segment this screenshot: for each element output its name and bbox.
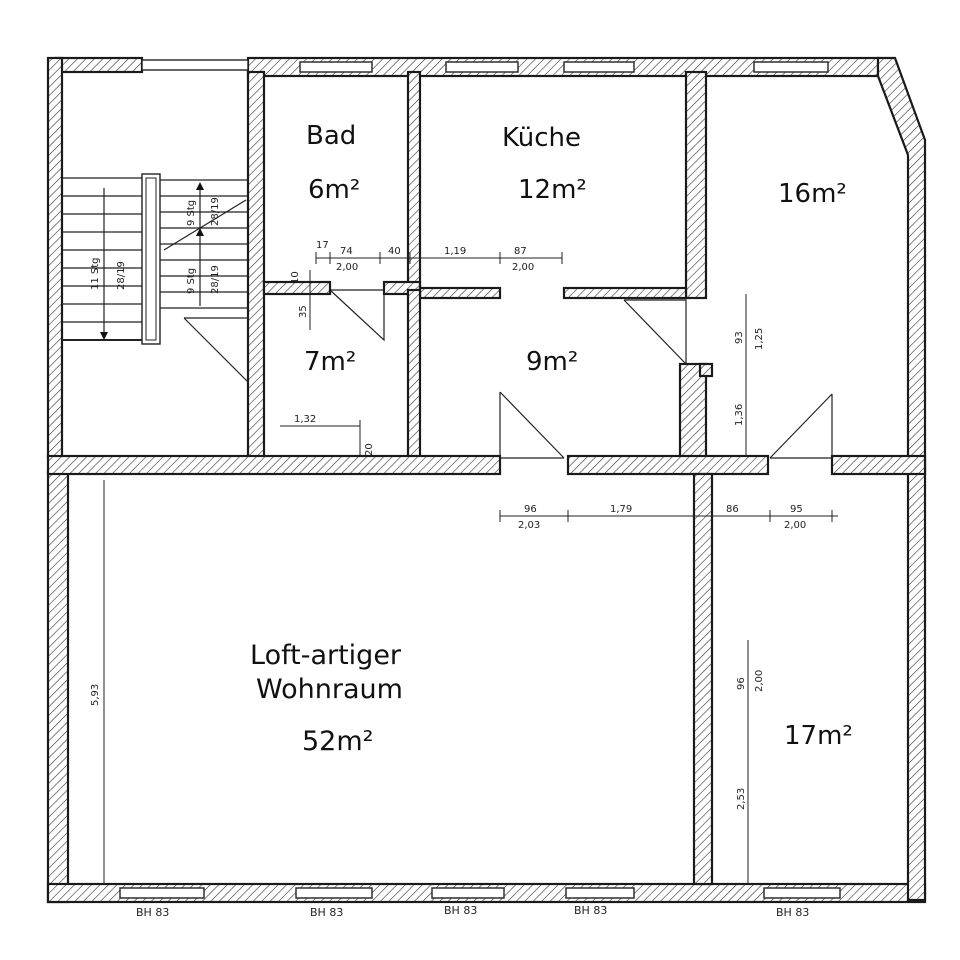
wall-corridor-right bbox=[830, 454, 927, 476]
door-room-se bbox=[770, 394, 833, 459]
window-bottom-2 bbox=[295, 887, 373, 899]
door-stair bbox=[183, 317, 249, 384]
dim-200d: 2,00 bbox=[754, 670, 765, 692]
room-small-area: 7m² bbox=[304, 347, 356, 377]
dimension-lines bbox=[103, 252, 838, 884]
room-kueche-name: Küche bbox=[502, 123, 581, 153]
dim-93: 93 bbox=[734, 331, 745, 344]
wall-corridor-mid bbox=[566, 454, 770, 476]
dim-125: 1,25 bbox=[754, 328, 765, 350]
dim-200a: 2,00 bbox=[336, 262, 358, 273]
window-bad bbox=[299, 61, 373, 73]
wall-wohnraum-room bbox=[692, 472, 714, 886]
wall-pillar-cap bbox=[698, 362, 714, 378]
door-bad bbox=[329, 289, 385, 342]
dim-200b: 2,00 bbox=[512, 262, 534, 273]
wall-right-lower bbox=[906, 468, 927, 902]
dim-132: 1,32 bbox=[294, 414, 316, 425]
stair-label-c: 9 Stg bbox=[186, 268, 197, 294]
stair-label-a: 11 Stg bbox=[90, 257, 101, 290]
wall-kueche-bottom-right bbox=[562, 286, 688, 300]
windows bbox=[119, 59, 841, 899]
window-ne bbox=[753, 61, 829, 73]
room-kueche-area: 12m² bbox=[518, 175, 587, 205]
staircase: 11 Stg 28/19 9 Stg 28/19 9 Stg 28/19 bbox=[62, 173, 248, 345]
room-labels: Bad 6m² Küche 12m² 16m² 7m² 9m² Loft-art… bbox=[250, 121, 853, 757]
dim-200c: 2,00 bbox=[784, 520, 806, 531]
dim-119: 1,19 bbox=[444, 246, 466, 257]
sill-height-1: BH 83 bbox=[136, 906, 169, 919]
window-bottom-3 bbox=[431, 887, 505, 899]
room-flur-area: 9m² bbox=[526, 347, 578, 377]
wall-stair-bath bbox=[246, 70, 266, 464]
stair-label-b2: 28/19 bbox=[210, 197, 221, 226]
wall-bad-bottom-left bbox=[262, 280, 332, 296]
room-wohnraum-area: 52m² bbox=[302, 726, 373, 757]
room-se-area: 17m² bbox=[784, 721, 853, 751]
room-bad-name: Bad bbox=[306, 121, 356, 151]
window-stair bbox=[141, 59, 249, 71]
window-bottom-4 bbox=[565, 887, 635, 899]
window-bottom-5 bbox=[763, 887, 841, 899]
dim-20: 20 bbox=[364, 443, 375, 456]
dim-86: 86 bbox=[726, 504, 739, 515]
dim-96a: 96 bbox=[524, 504, 537, 515]
wall-small-room-right bbox=[406, 288, 422, 464]
dim-179: 1,79 bbox=[610, 504, 632, 515]
sill-height-2: BH 83 bbox=[310, 906, 343, 919]
dim-96b: 96 bbox=[736, 677, 747, 690]
stair-label-b: 9 Stg bbox=[186, 200, 197, 226]
dim-40: 40 bbox=[388, 246, 401, 257]
window-kueche-2 bbox=[563, 61, 635, 73]
room-wohnraum-name-2: Wohnraum bbox=[256, 674, 403, 705]
wall-kueche-bottom-left bbox=[418, 286, 502, 300]
wall-left-lower bbox=[46, 470, 70, 904]
dim-253: 2,53 bbox=[736, 788, 747, 810]
wall-left-upper bbox=[46, 56, 64, 460]
doors bbox=[183, 289, 833, 459]
room-ne-area: 16m² bbox=[778, 179, 847, 209]
window-kueche-1 bbox=[445, 61, 519, 73]
room-bad-area: 6m² bbox=[308, 175, 360, 205]
sill-heights: BH 83 BH 83 BH 83 BH 83 BH 83 bbox=[136, 904, 809, 919]
dim-593: 5,93 bbox=[90, 684, 101, 706]
wall-corridor-left bbox=[46, 454, 502, 476]
sill-height-3: BH 83 bbox=[444, 904, 477, 917]
wall-kueche-room bbox=[684, 70, 708, 300]
room-wohnraum-name-1: Loft-artiger bbox=[250, 640, 402, 671]
dim-74: 74 bbox=[340, 246, 353, 257]
dim-87: 87 bbox=[514, 246, 527, 257]
stair-label-a2: 28/19 bbox=[116, 261, 127, 290]
dim-136: 1,36 bbox=[734, 404, 745, 426]
dim-95: 95 bbox=[790, 504, 803, 515]
dimension-texts: 17 74 2,00 40 1,19 87 2,00 10 35 1,32 20… bbox=[90, 240, 806, 810]
door-room-ne bbox=[624, 299, 687, 364]
dim-17: 17 bbox=[316, 240, 329, 251]
interior-walls bbox=[46, 70, 927, 886]
window-bottom-1 bbox=[119, 887, 205, 899]
sill-height-4: BH 83 bbox=[574, 904, 607, 917]
wall-top-left bbox=[54, 56, 144, 74]
wall-ne-chamfer bbox=[876, 56, 927, 472]
stair-label-c2: 28/19 bbox=[210, 265, 221, 294]
door-flur-wohn bbox=[499, 392, 564, 459]
dim-203: 2,03 bbox=[518, 520, 540, 531]
sill-height-5: BH 83 bbox=[776, 906, 809, 919]
dim-35: 35 bbox=[298, 305, 309, 318]
dim-10: 10 bbox=[290, 271, 301, 284]
